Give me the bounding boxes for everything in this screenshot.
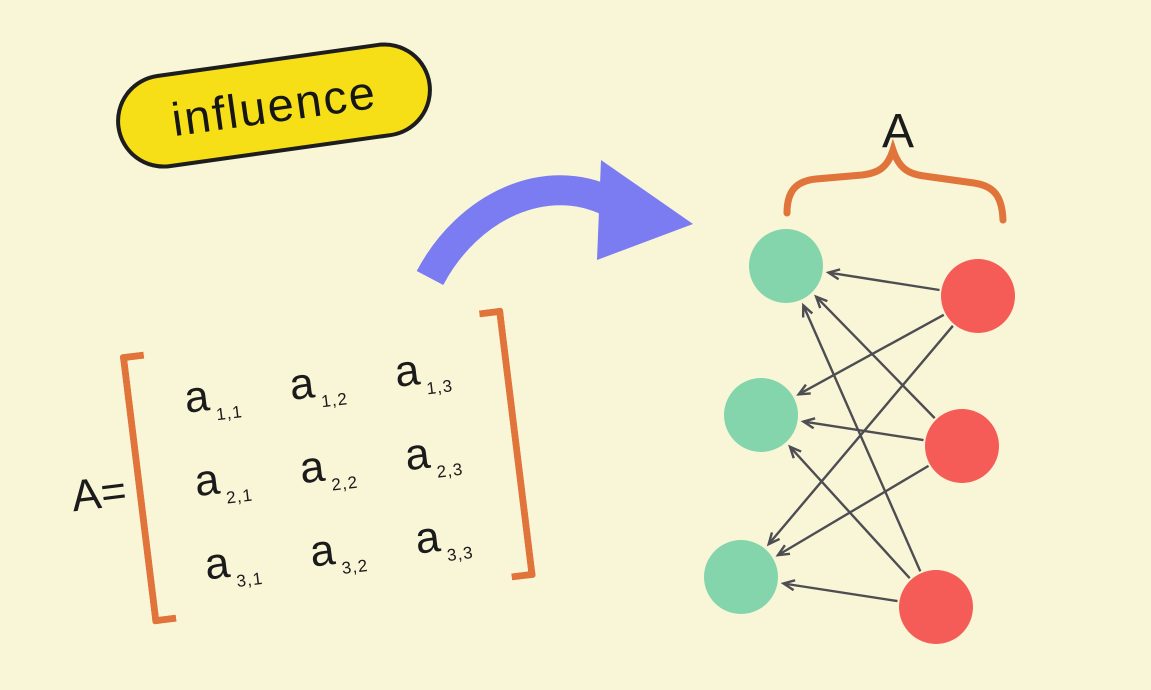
red-node (899, 570, 973, 644)
graph-nodes (704, 229, 1015, 644)
green-node (724, 378, 798, 452)
green-node (704, 540, 778, 614)
influence-edge (829, 273, 940, 292)
graph-brace-label: A (882, 105, 915, 158)
influence-edge (778, 464, 930, 555)
influence-arrow-curve (416, 175, 617, 286)
influence-edge (790, 447, 911, 580)
influence-arrow-head-icon (597, 160, 693, 260)
red-node (941, 259, 1015, 333)
graph-edges (769, 273, 954, 603)
influence-edge (784, 584, 898, 603)
matrix-label: A= (68, 465, 130, 522)
red-node (925, 409, 999, 483)
brace-icon (783, 138, 1007, 224)
green-node (749, 229, 823, 303)
influence-badge-label: influence (168, 64, 380, 147)
influence-edge (803, 305, 922, 572)
influence-edge (816, 297, 936, 419)
influence-edge (804, 422, 924, 442)
